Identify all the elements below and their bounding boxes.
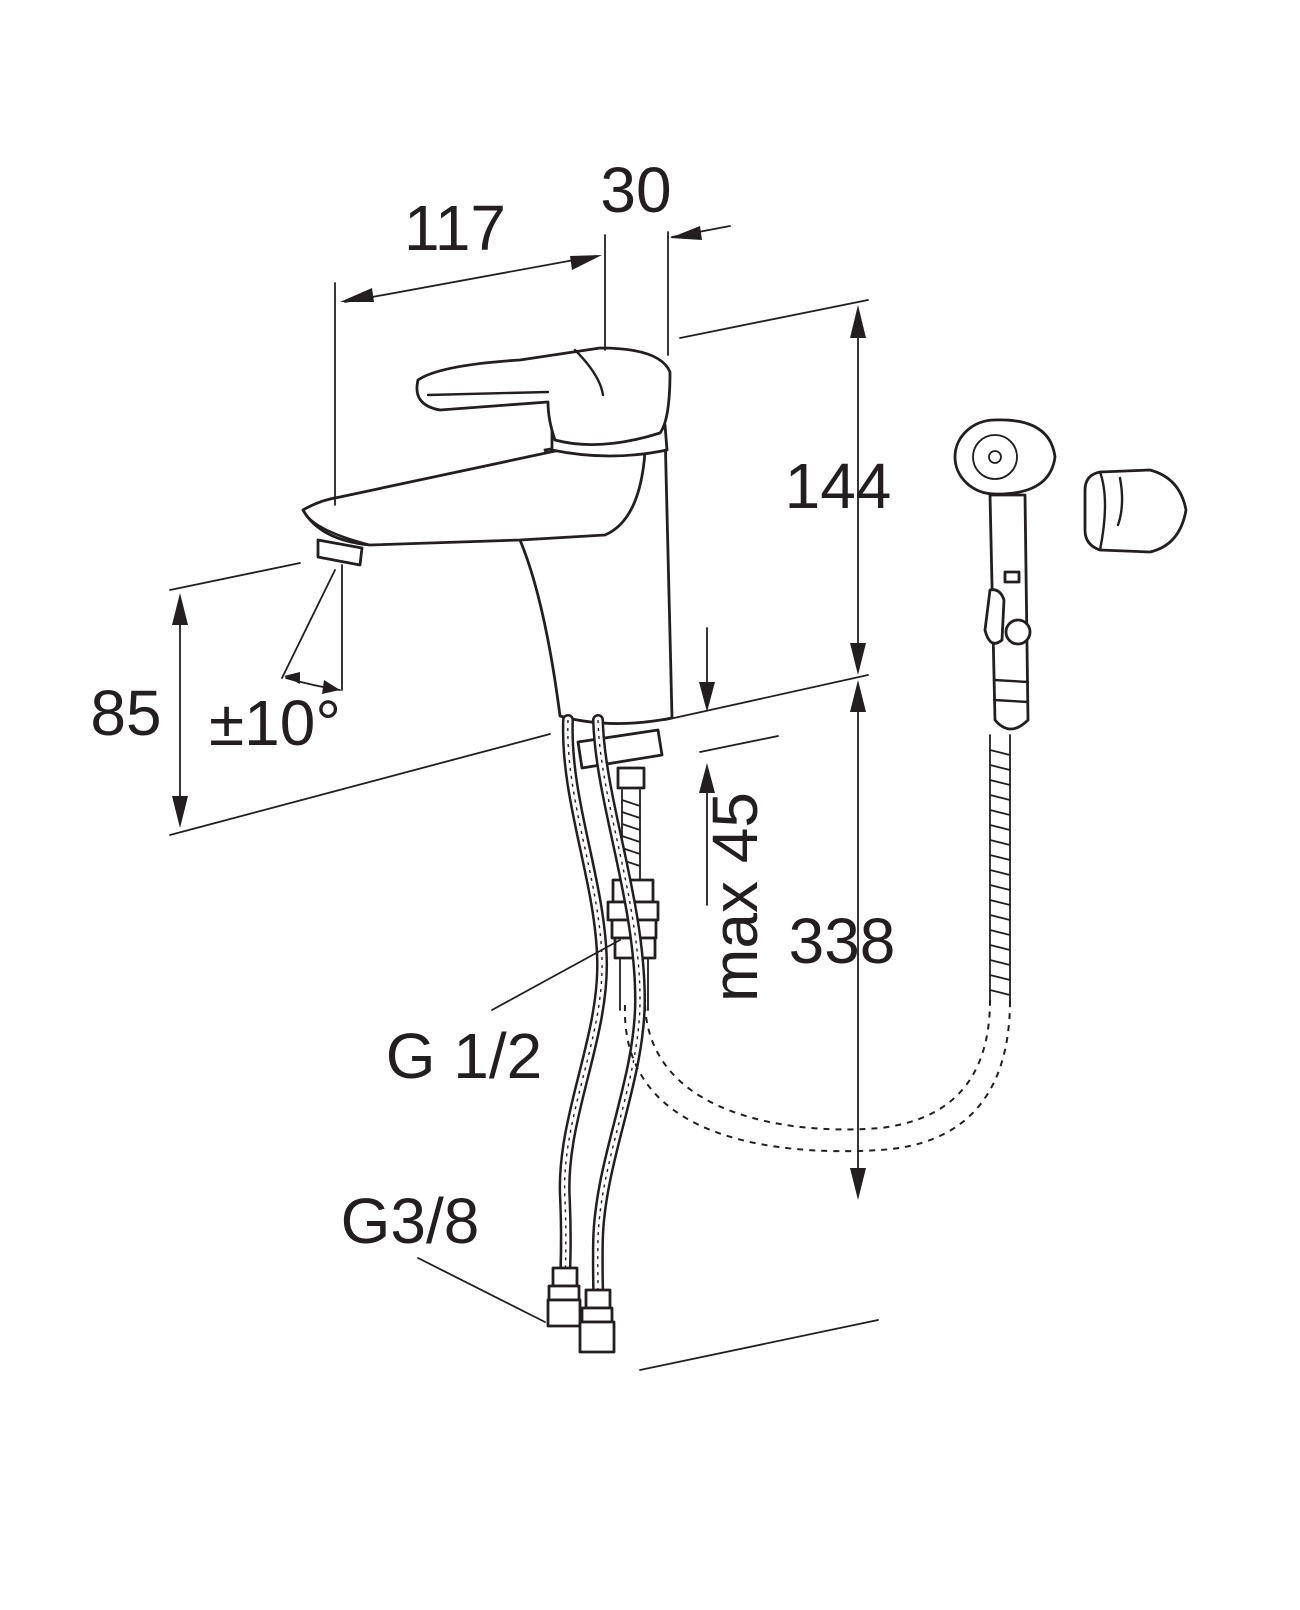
dim-lever-width: 30 — [600, 154, 671, 226]
dim-hose-length: 338 — [789, 905, 896, 977]
dim-height-above-spout: 144 — [785, 450, 892, 522]
dim-max-deck-thickness: max 45 — [699, 792, 771, 1002]
thread-connection-label: G 1/2 — [386, 1020, 543, 1092]
dim-spout-reach: 117 — [404, 192, 506, 264]
faucet-body — [301, 346, 674, 725]
shower-hose — [623, 734, 1011, 1153]
shower-holder — [1083, 468, 1188, 554]
dimension-lines — [169, 225, 879, 1371]
thread-hose-end-label: G3/8 — [341, 1185, 480, 1257]
supply-hoses — [546, 714, 647, 1354]
dim-swivel-angle: ±10° — [209, 687, 341, 759]
hand-shower — [953, 418, 1057, 731]
dim-spout-height: 85 — [90, 677, 161, 749]
